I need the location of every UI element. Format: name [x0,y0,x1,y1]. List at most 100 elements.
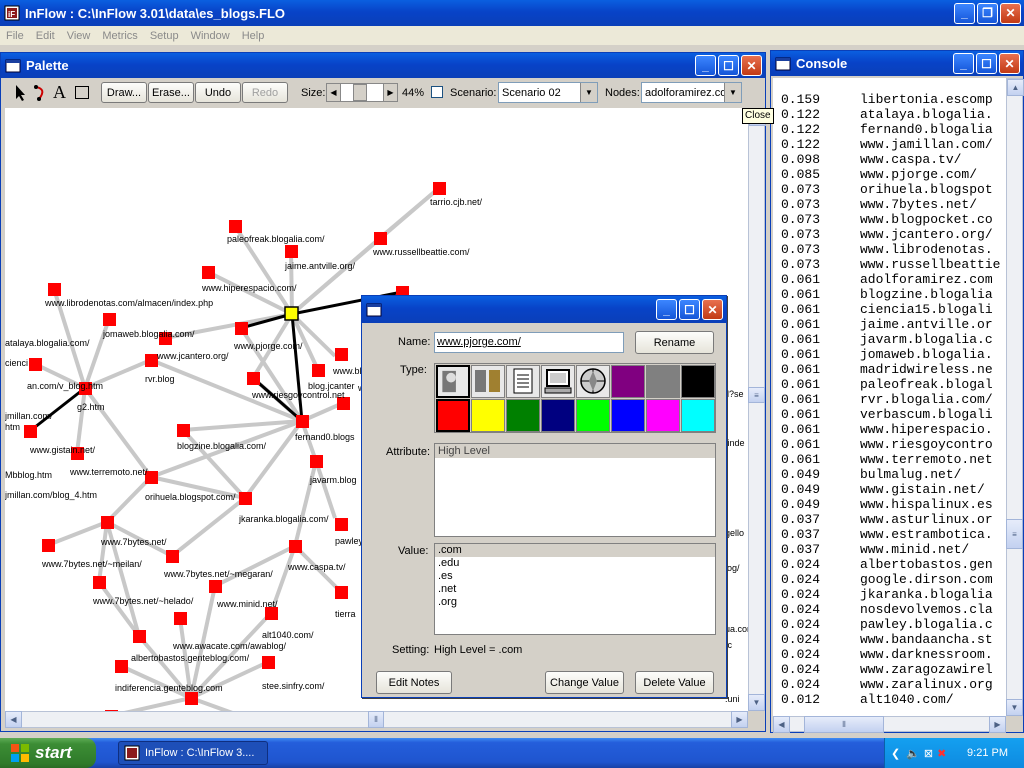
tray-speaker-icon[interactable]: 🔈 [906,747,920,760]
value-item-selected[interactable]: .com [435,544,715,557]
graph-node[interactable] [29,358,42,371]
dialog-maximize-button[interactable]: ☐ [679,299,700,320]
tray-security-icon[interactable]: ✖ [937,747,947,760]
pointer-tool[interactable] [13,84,29,102]
palette-close-button[interactable]: ✕ [741,55,762,76]
link-tool[interactable] [33,84,49,102]
graph-node[interactable] [93,576,106,589]
console-scroll-thumb[interactable]: ≡ [1006,519,1023,549]
palette-hscrollbar[interactable]: ◀ ⦀ ▶ [5,711,748,728]
graph-node[interactable] [374,232,387,245]
graph-node[interactable] [310,455,323,468]
graph-node[interactable] [42,539,55,552]
nodes-dropdown-arrow[interactable]: ▼ [724,83,741,102]
attribute-item-selected[interactable]: High Level [435,444,715,458]
graph-node[interactable] [24,425,37,438]
graph-node[interactable] [202,266,215,279]
graph-node[interactable] [185,692,198,705]
graph-node[interactable] [262,656,275,669]
nodes-select[interactable]: adolforamirez.co ▼ [641,82,742,103]
graph-node[interactable] [209,580,222,593]
type-computer-icon[interactable] [541,365,575,398]
draw-button[interactable]: Draw... [101,82,147,103]
palette-maximize-button[interactable]: ☐ [718,55,739,76]
tray-arrow-icon[interactable]: ❮ [891,747,901,760]
menu-edit[interactable]: Edit [35,29,55,42]
tray-network-icon[interactable]: ⊠ [923,747,934,760]
graph-node[interactable] [79,382,92,395]
graph-node[interactable] [433,182,446,195]
type-person-icon[interactable] [436,365,470,398]
app-close-button[interactable]: ✕ [1000,2,1021,24]
graph-node[interactable] [177,424,190,437]
console-vscrollbar[interactable]: ▲ ≡ ▼ [1006,78,1024,716]
color-swatch-black[interactable] [681,365,715,398]
slider-thumb[interactable] [353,84,367,101]
selected-node[interactable] [284,306,299,321]
menu-window[interactable]: Window [190,29,230,42]
type-group-icon[interactable] [471,365,505,398]
palette-vscrollbar[interactable]: ▲ ≡ ▼ [748,108,766,711]
console-scroll-right-button[interactable]: ▶ [989,716,1006,733]
color-swatch-purple[interactable] [611,365,645,398]
graph-node[interactable] [337,397,350,410]
slider-right-arrow[interactable]: ▶ [383,84,397,101]
graph-node[interactable] [335,586,348,599]
attribute-list[interactable]: High Level [434,443,716,537]
color-swatch-yellow[interactable] [471,399,505,432]
menu-metrics[interactable]: Metrics [102,29,138,42]
value-item[interactable]: .net [438,583,457,595]
scenario-select[interactable]: Scenario 02 ▼ [498,82,598,103]
text-tool[interactable]: A [53,82,69,102]
graph-node[interactable] [48,283,61,296]
menu-view[interactable]: View [66,29,91,42]
color-swatch-cyan[interactable] [681,399,715,432]
menu-help[interactable]: Help [241,29,265,42]
color-swatch-navy[interactable] [541,399,575,432]
console-close-button[interactable]: ✕ [999,53,1020,74]
hscroll-thumb[interactable]: ⦀ [368,711,384,728]
graph-node[interactable] [235,322,248,335]
color-swatch-red[interactable] [436,399,470,432]
edit-notes-button[interactable]: Edit Notes [376,671,452,694]
graph-node[interactable] [229,220,242,233]
scroll-right-button[interactable]: ▶ [731,711,748,728]
menu-file[interactable]: File [6,29,24,42]
app-minimize-button[interactable]: _ [954,2,975,24]
dialog-minimize-button[interactable]: _ [656,299,677,320]
console-scroll-left-button[interactable]: ◀ [773,716,790,733]
graph-node[interactable] [312,364,325,377]
rectangle-tool[interactable] [75,86,89,99]
graph-node[interactable] [105,710,118,711]
size-slider[interactable]: ◀ ▶ [326,83,398,102]
graph-node[interactable] [166,550,179,563]
console-hscrollbar[interactable]: ◀ ⦀ ▶ [773,716,1006,733]
rename-button[interactable]: Rename [635,331,714,354]
graph-node[interactable] [159,332,172,345]
graph-node[interactable] [115,660,128,673]
erase-button[interactable]: Erase... [148,82,194,103]
menu-setup[interactable]: Setup [149,29,179,42]
graph-node[interactable] [145,354,158,367]
palette-minimize-button[interactable]: _ [695,55,716,76]
console-scroll-down-button[interactable]: ▼ [1006,699,1023,716]
dialog-close-button[interactable]: ✕ [702,299,723,320]
console-minimize-button[interactable]: _ [953,53,974,74]
scroll-thumb[interactable]: ≡ [748,387,765,403]
color-swatch-blue[interactable] [611,399,645,432]
app-restore-button[interactable]: ❐ [977,2,998,24]
delete-value-button[interactable]: Delete Value [635,671,714,694]
color-swatch-magenta[interactable] [646,399,680,432]
value-list[interactable]: .com .edu .es .net .org [434,543,716,635]
change-value-button[interactable]: Change Value [545,671,624,694]
value-item[interactable]: .edu [438,557,460,569]
graph-node[interactable] [335,518,348,531]
type-globe-icon[interactable] [576,365,610,398]
name-input[interactable]: www.pjorge.com/ [434,332,624,353]
graph-node[interactable] [289,540,302,553]
graph-node[interactable] [265,607,278,620]
scroll-down-button[interactable]: ▼ [748,694,765,711]
graph-node[interactable] [285,245,298,258]
scenario-dropdown-arrow[interactable]: ▼ [580,83,597,102]
graph-node[interactable] [296,415,309,428]
